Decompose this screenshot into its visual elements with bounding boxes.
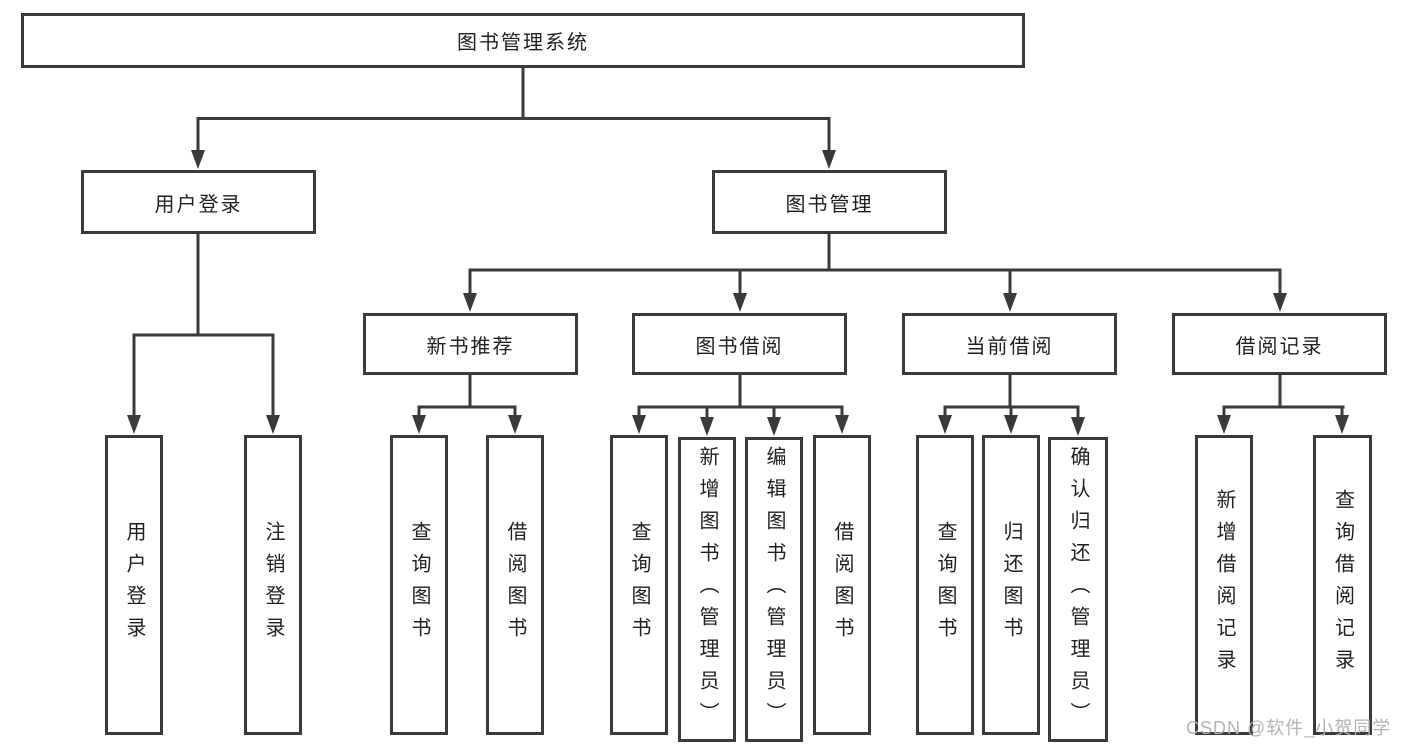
leaf-query-books-3-label: 查询图书: [934, 521, 956, 649]
leaf-return-books-label: 归还图书: [1000, 521, 1022, 649]
leaf-borrow-books-2-label: 借阅图书: [831, 521, 853, 649]
leaf-query-books-2: 查询图书: [610, 435, 668, 735]
leaf-borrow-books-1: 借阅图书: [486, 435, 544, 735]
leaf-query-books-3: 查询图书: [916, 435, 974, 735]
leaf-query-books-1-label: 查询图书: [408, 521, 430, 649]
leaf-query-borrow-record-label: 查询借阅记录: [1331, 489, 1354, 681]
leaf-confirm-return-admin-label: 确认归还（管理员）: [1067, 445, 1089, 734]
leaf-query-borrow-record: 查询借阅记录: [1313, 435, 1372, 735]
node-book-borrow: 图书借阅: [632, 313, 847, 375]
leaf-query-books-2-label: 查询图书: [628, 521, 650, 649]
leaf-user-login-label: 用户登录: [123, 521, 145, 649]
csdn-watermark: CSDN @软件_小贺同学: [1186, 718, 1392, 738]
leaf-confirm-return-admin: 确认归还（管理员）: [1048, 437, 1108, 742]
leaf-edit-books-admin-label: 编辑图书（管理员）: [763, 445, 785, 734]
leaf-return-books: 归还图书: [982, 435, 1040, 735]
node-current-borrow: 当前借阅: [902, 313, 1117, 375]
node-new-book-recommend-label: 新书推荐: [426, 335, 515, 358]
leaf-add-borrow-record: 新增借阅记录: [1195, 435, 1253, 735]
leaf-add-books-admin: 新增图书（管理员）: [678, 437, 736, 742]
node-user-login-label: 用户登录: [154, 193, 243, 216]
leaf-logout: 注销登录: [244, 435, 302, 735]
leaf-logout-label: 注销登录: [262, 521, 284, 649]
node-root: 图书管理系统: [21, 13, 1025, 68]
leaf-query-books-1: 查询图书: [390, 435, 448, 735]
node-current-borrow-label: 当前借阅: [965, 335, 1054, 358]
node-book-management-label: 图书管理: [785, 193, 874, 216]
node-user-login: 用户登录: [81, 170, 316, 234]
node-book-management: 图书管理: [712, 170, 947, 234]
leaf-edit-books-admin: 编辑图书（管理员）: [745, 437, 803, 742]
node-borrow-records: 借阅记录: [1172, 313, 1387, 375]
node-borrow-records-label: 借阅记录: [1235, 335, 1324, 358]
leaf-borrow-books-1-label: 借阅图书: [504, 521, 526, 649]
node-root-label: 图书管理系统: [457, 32, 589, 54]
node-new-book-recommend: 新书推荐: [363, 313, 578, 375]
leaf-add-books-admin-label: 新增图书（管理员）: [696, 445, 718, 734]
leaf-borrow-books-2: 借阅图书: [813, 435, 871, 735]
leaf-user-login: 用户登录: [105, 435, 163, 735]
node-book-borrow-label: 图书借阅: [695, 335, 784, 358]
leaf-add-borrow-record-label: 新增借阅记录: [1213, 489, 1235, 681]
